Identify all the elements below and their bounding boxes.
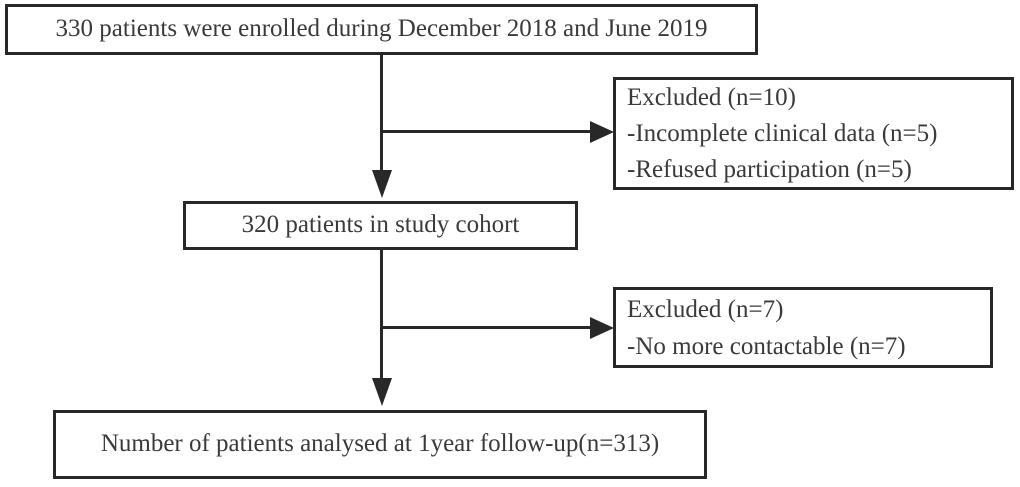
excluded-first-reason-2: -Refused participation (n=5) [627,155,912,183]
connector-branch-line-1 [382,130,590,133]
connector-vertical-line-1 [380,54,383,172]
down-arrowhead-icon [372,378,392,406]
excluded-first-box: Excluded (n=10) -Incomplete clinical dat… [613,77,1014,190]
connector-branch-line-2 [382,326,590,329]
study-cohort-text: 320 patients in study cohort [241,211,520,239]
study-cohort-box: 320 patients in study cohort [183,201,578,250]
analysed-box-text: Number of patients analysed at 1year fol… [100,430,660,458]
down-arrowhead-icon [372,170,392,198]
right-arrowhead-icon [590,317,614,339]
excluded-second-reason-1: -No more contactable (n=7) [627,332,906,360]
enrolled-box: 330 patients were enrolled during Decemb… [5,4,758,55]
excluded-second-box: Excluded (n=7) -No more contactable (n=7… [613,287,993,368]
connector-vertical-line-2 [380,250,383,380]
analysed-box: Number of patients analysed at 1year fol… [53,410,707,479]
excluded-first-reason-1: -Incomplete clinical data (n=5) [627,119,938,147]
excluded-first-title: Excluded (n=10) [627,83,796,111]
excluded-second-title: Excluded (n=7) [627,295,784,323]
right-arrowhead-icon [590,121,614,143]
enrolled-box-text: 330 patients were enrolled during Decemb… [55,15,708,43]
